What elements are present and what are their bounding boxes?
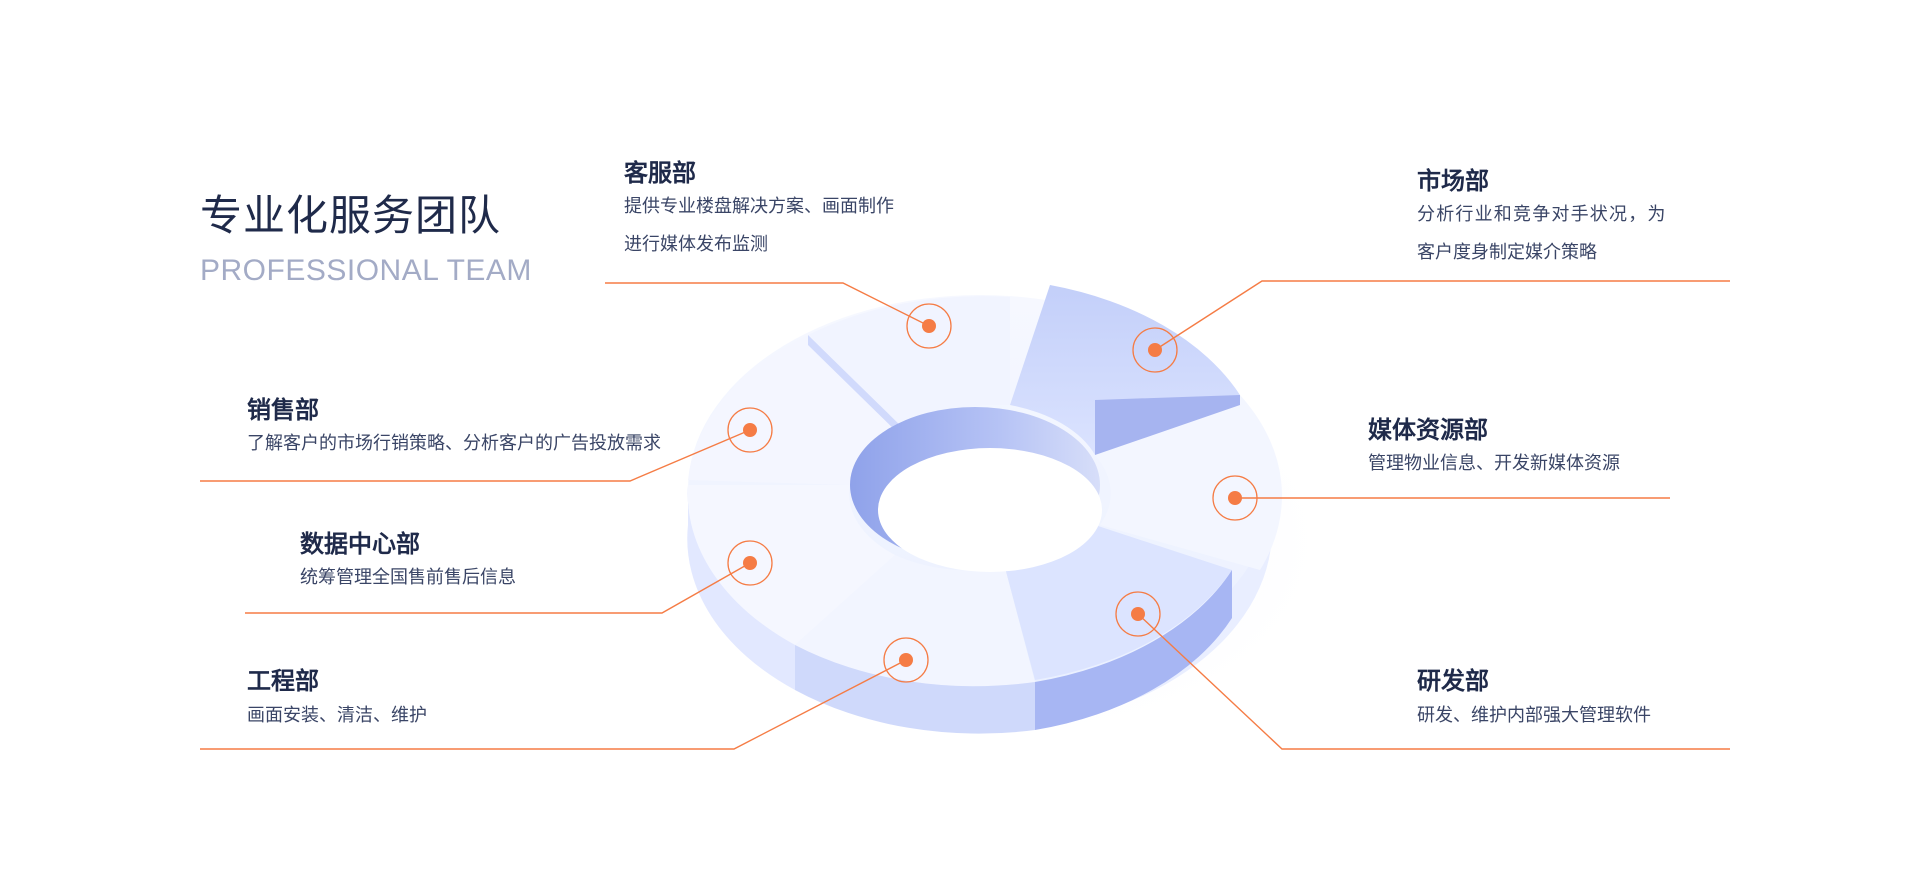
dept-name-meiti: 媒体资源部 [1368,416,1488,444]
segment-top-left [808,296,1010,430]
dept-desc-shichang-line1: 分析行业和竞争对手状况，为 [1417,204,1667,225]
dept-name-xiaoshou: 销售部 [247,396,319,424]
dept-desc-kefu-line1: 提供专业楼盘解决方案、画面制作 [624,196,894,217]
dept-name-kefu: 客服部 [624,159,696,187]
connector-yanfa [1137,613,1730,750]
dept-desc-kefu-line2: 进行媒体发布监测 [624,234,768,255]
dept-desc-meiti: 管理物业信息、开发新媒体资源 [1368,453,1620,474]
marker-shuju [727,540,773,586]
segment-front-bottom [795,645,1035,734]
marker-xiaoshou [727,407,773,453]
ring-hole-floor [878,448,1102,572]
dept-desc-yanfa: 研发、维护内部强大管理软件 [1417,705,1651,726]
marker-gongcheng [883,637,929,683]
dept-desc-shuju: 统筹管理全国售前售后信息 [300,567,516,588]
segment-front-bottom-right [1035,570,1232,730]
connector-xiaoshou [200,429,751,482]
segment-wall-top-right [1095,395,1240,455]
marker-meiti [1212,475,1258,521]
dept-desc-shichang-line2: 客户度身制定媒介策略 [1417,242,1597,263]
connector-kefu [605,282,930,327]
dept-desc-xiaoshou: 了解客户的市场行销策略、分析客户的广告投放需求 [247,433,661,454]
segment-bottom [795,555,1035,687]
marker-yanfa [1115,591,1161,637]
marker-kefu [906,303,952,349]
page-title: 专业化服务团队 [200,191,502,240]
connector-gongcheng [200,659,907,750]
page-subtitle: PROFESSIONAL TEAM [200,254,532,287]
dept-name-shichang: 市场部 [1417,167,1489,195]
segment-front-left [687,485,795,690]
dept-name-yanfa: 研发部 [1417,667,1489,695]
dept-name-gongcheng: 工程部 [247,667,319,695]
dept-desc-gongcheng: 画面安装、清洁、维护 [247,705,427,726]
segment-bottom-left [687,485,895,645]
marker-shichang [1132,327,1178,373]
dept-name-shuju: 数据中心部 [300,530,420,558]
segment-wall-top-left [808,335,905,440]
connector-shichang [1154,280,1730,351]
segment-left [688,335,905,485]
connector-shuju [245,562,751,614]
